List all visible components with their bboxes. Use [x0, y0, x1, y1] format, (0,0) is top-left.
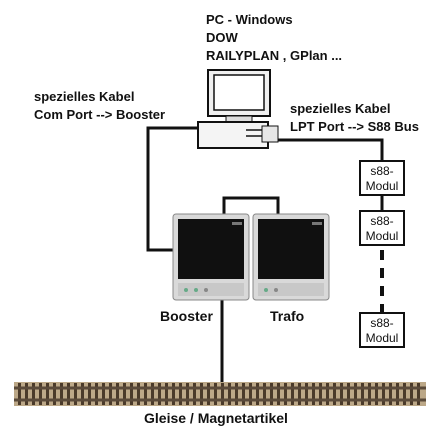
- track-sleeper: [382, 383, 385, 405]
- s88-module-3: s88- Modul: [359, 312, 405, 348]
- track-sleeper: [291, 383, 294, 405]
- track-sleeper: [88, 383, 91, 405]
- track-sleeper: [60, 383, 63, 405]
- track-sleeper: [200, 383, 203, 405]
- track-sleeper: [81, 383, 84, 405]
- track-sleeper: [396, 383, 399, 405]
- track-sleeper: [46, 383, 49, 405]
- pc-software-2: RAILYPLAN , GPlan ...: [206, 48, 343, 63]
- pc-computer-icon: [197, 69, 279, 149]
- track-sleeper: [123, 383, 126, 405]
- track-sleeper: [39, 383, 42, 405]
- track-sleeper: [298, 383, 301, 405]
- track-sleeper: [228, 383, 231, 405]
- track-sleeper: [144, 383, 147, 405]
- track-sleeper: [354, 383, 357, 405]
- track-sleeper: [172, 383, 175, 405]
- track-sleeper: [347, 383, 350, 405]
- track-sleeper: [277, 383, 280, 405]
- track-sleeper: [312, 383, 315, 405]
- track-sleeper: [214, 383, 217, 405]
- track-sleeper: [102, 383, 105, 405]
- pc-title: PC - Windows: [206, 12, 293, 27]
- track-sleeper: [25, 383, 28, 405]
- track-sleeper: [165, 383, 168, 405]
- s88-module-2: s88- Modul: [359, 210, 405, 246]
- track-label: Gleise / Magnetartikel: [144, 410, 288, 426]
- track-sleeper: [326, 383, 329, 405]
- track-sleeper: [249, 383, 252, 405]
- booster-device-icon: [172, 213, 250, 301]
- right-cable-label-2: LPT Port --> S88 Bus: [290, 119, 419, 134]
- track-sleeper: [221, 383, 224, 405]
- track-sleeper: [263, 383, 266, 405]
- track-sleeper: [235, 383, 238, 405]
- left-cable-label-1: spezielles Kabel: [34, 89, 135, 104]
- track-sleeper: [375, 383, 378, 405]
- lpt-port-cable: [265, 138, 384, 162]
- s88-module-1-line1: s88-: [370, 164, 394, 178]
- track-sleeper: [403, 383, 406, 405]
- track-sleeper: [67, 383, 70, 405]
- left-cable-label-2: Com Port --> Booster: [34, 107, 166, 122]
- track-sleeper: [333, 383, 336, 405]
- track-sleeper: [284, 383, 287, 405]
- s88-module-3-line1: s88-: [370, 316, 394, 330]
- track-icon: [14, 382, 426, 406]
- track-sleeper: [179, 383, 182, 405]
- booster-trafo-link: [222, 196, 280, 216]
- track-sleeper: [137, 383, 140, 405]
- pc-software-1: DOW: [206, 30, 238, 45]
- track-sleeper: [74, 383, 77, 405]
- track-sleeper: [158, 383, 161, 405]
- track-sleeper: [270, 383, 273, 405]
- track-sleeper: [130, 383, 133, 405]
- track-sleeper: [410, 383, 413, 405]
- track-sleeper: [193, 383, 196, 405]
- track-sleeper: [319, 383, 322, 405]
- track-sleeper: [256, 383, 259, 405]
- s88-module-3-line2: Modul: [365, 331, 399, 345]
- track-sleeper: [417, 383, 420, 405]
- track-sleeper: [389, 383, 392, 405]
- s88-module-2-line1: s88-: [370, 214, 394, 228]
- track-sleeper: [242, 383, 245, 405]
- track-sleeper: [151, 383, 154, 405]
- com-port-cable: [146, 126, 200, 252]
- track-sleeper: [207, 383, 210, 405]
- trafo-label: Trafo: [270, 308, 305, 324]
- track-sleeper: [95, 383, 98, 405]
- s88-module-1: s88- Modul: [359, 160, 405, 196]
- track-sleeper: [340, 383, 343, 405]
- booster-label: Booster: [160, 308, 213, 324]
- track-sleeper: [361, 383, 364, 405]
- track-sleeper: [186, 383, 189, 405]
- track-sleeper: [368, 383, 371, 405]
- s88-module-1-line2: Modul: [365, 179, 399, 193]
- track-sleeper: [109, 383, 112, 405]
- track-sleeper: [53, 383, 56, 405]
- trafo-device-icon: [252, 213, 330, 301]
- track-sleeper: [18, 383, 21, 405]
- track-sleeper: [32, 383, 35, 405]
- right-cable-label-1: spezielles Kabel: [290, 101, 391, 116]
- track-sleeper: [116, 383, 119, 405]
- track-sleeper: [305, 383, 308, 405]
- s88-module-2-line2: Modul: [365, 229, 399, 243]
